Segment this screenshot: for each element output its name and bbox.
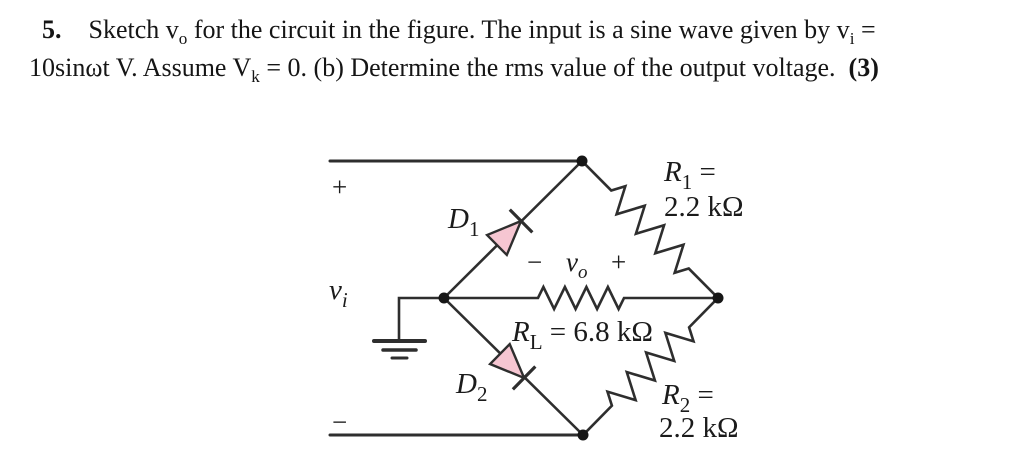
resistor-r2 bbox=[581, 296, 720, 437]
circuit-labels: + − vi D1 D2 R1 = 2.2 kΩ R2 = 2.2 kΩ RL … bbox=[329, 156, 744, 444]
diode-d1-symbol bbox=[484, 208, 534, 258]
problem-text-segment: for the circuit in the figure. The input… bbox=[187, 15, 850, 44]
vo-minus-sign: − bbox=[527, 247, 542, 277]
problem-text-segment: Sketch v bbox=[88, 15, 179, 44]
input-plus-sign: + bbox=[332, 172, 347, 202]
diode-d2-triangle bbox=[487, 341, 527, 381]
diode-d2-symbol bbox=[487, 341, 537, 391]
problem-line-2: 10sinωt V. Assume Vk = 0. (b) Determine … bbox=[29, 49, 1009, 87]
problem-text-segment: 10sinωt V. Assume V bbox=[29, 53, 252, 82]
d1-label: D1 bbox=[447, 203, 479, 241]
r1-value: 2.2 kΩ bbox=[664, 191, 744, 223]
subscript-o: o bbox=[178, 29, 188, 49]
problem-text-segment: = 0. (b) Determine the rms value of the … bbox=[259, 53, 849, 82]
d2-label: D2 bbox=[455, 368, 487, 406]
right-node-dot bbox=[712, 292, 724, 304]
vi-label: vi bbox=[329, 274, 348, 312]
vo-plus-sign: + bbox=[611, 247, 626, 277]
diode-d1-cathode-bar bbox=[508, 208, 534, 234]
bottom-node-dot bbox=[577, 429, 589, 441]
ground-stub-wire bbox=[397, 296, 446, 341]
r2-value: 2.2 kΩ bbox=[659, 412, 739, 444]
left-node-dot bbox=[438, 292, 450, 304]
junction-nodes bbox=[438, 155, 724, 441]
problem-number: 5. bbox=[42, 15, 62, 44]
resistor-r1 bbox=[580, 159, 720, 300]
problem-text-segment: = bbox=[854, 15, 876, 44]
vo-label: vo bbox=[566, 247, 587, 283]
top-node-dot bbox=[576, 155, 588, 167]
marks-badge: (3) bbox=[848, 53, 879, 82]
rl-label: RL = 6.8 kΩ bbox=[511, 316, 653, 354]
problem-line-1: 5. Sketch vo for the circuit in the figur… bbox=[29, 11, 1009, 49]
subscript-k: k bbox=[251, 67, 260, 87]
r1-label: R1 = bbox=[663, 156, 716, 194]
diode-d2-cathode-bar bbox=[511, 365, 537, 391]
input-minus-sign: − bbox=[332, 407, 347, 437]
resistor-rl bbox=[442, 284, 720, 312]
problem-statement: 5. Sketch vo for the circuit in the figur… bbox=[29, 11, 1009, 87]
subscript-i: i bbox=[849, 29, 855, 49]
r2-label: R2 = bbox=[661, 379, 714, 417]
diode-d1-triangle bbox=[484, 218, 524, 258]
